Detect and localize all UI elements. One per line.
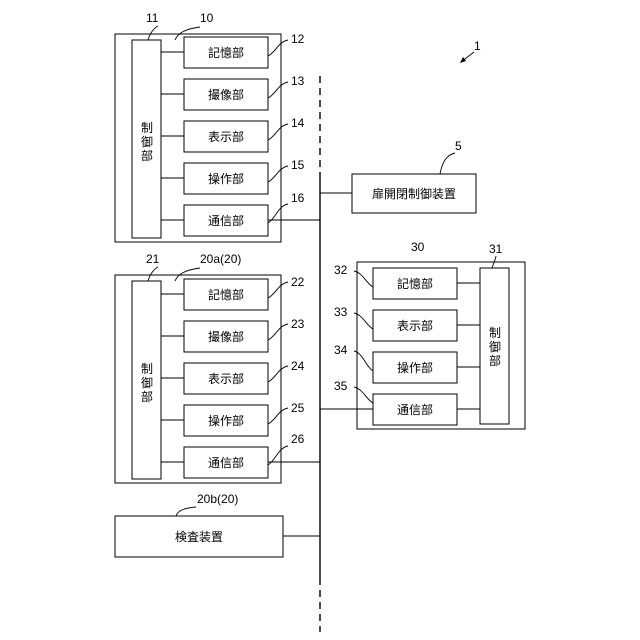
- device-30-control-char-1: 制: [489, 326, 501, 340]
- device-10-display-label: 表示部: [208, 129, 244, 144]
- device-20b-ref: 20b(20): [197, 492, 238, 506]
- system-ref-arrow: [460, 52, 474, 63]
- device-20a-control-char-1: 制: [141, 362, 153, 376]
- device-30-operation-ref: 34: [334, 343, 348, 357]
- door-controller-ref: 5: [455, 139, 462, 153]
- device-10-imaging-label: 撮像部: [208, 87, 244, 102]
- device-20b: 検査装置 20b(20): [115, 492, 320, 557]
- device-20a-display-label: 表示部: [208, 371, 244, 386]
- device-20a-imaging-ref: 23: [291, 317, 305, 331]
- device-20a-control-ref: 21: [146, 252, 160, 266]
- door-controller-label: 扉開閉制御装置: [372, 186, 456, 201]
- device-30-control-ref: 31: [489, 242, 503, 256]
- device-20a-display-ref: 24: [291, 359, 305, 373]
- device-20a-storage-ref: 22: [291, 275, 305, 289]
- device-30-display-label: 表示部: [397, 318, 433, 333]
- device-10: 10 制 御 部 11 記憶部 12 撮像部 13 表示部 14 操作部 15 …: [115, 11, 320, 242]
- device-30-communication-label: 通信部: [397, 402, 433, 417]
- device-20a-imaging-label: 撮像部: [208, 329, 244, 344]
- device-30-control-char-3: 部: [489, 353, 501, 368]
- device-20a-communication-label: 通信部: [208, 455, 244, 470]
- device-20a-ref: 20a(20): [200, 252, 241, 266]
- device-20a: 20a(20) 制 御 部 21 記憶部 22 撮像部 23 表示部 24 操作…: [115, 252, 320, 483]
- device-20a-operation-ref: 25: [291, 401, 305, 415]
- device-20a-communication-ref: 26: [291, 432, 305, 446]
- device-10-communication-ref: 16: [291, 191, 305, 205]
- device-30-control-char-2: 御: [489, 339, 501, 354]
- device-30-communication-ref: 35: [334, 379, 348, 393]
- device-30-display-ref: 33: [334, 305, 348, 319]
- device-10-storage-label: 記憶部: [208, 45, 244, 60]
- device-10-communication-label: 通信部: [208, 213, 244, 228]
- device-10-control-ref: 11: [146, 11, 159, 25]
- device-20a-operation-label: 操作部: [208, 413, 244, 428]
- device-10-storage-ref: 12: [291, 32, 305, 46]
- device-10-operation-ref: 15: [291, 158, 305, 172]
- device-10-display-ref: 14: [291, 116, 305, 130]
- device-30-ref: 30: [411, 240, 425, 254]
- device-10-control-char-3: 部: [141, 148, 153, 163]
- device-30-storage-label: 記憶部: [397, 276, 433, 291]
- inspection-device-label: 検査装置: [175, 530, 223, 544]
- system-ref-label: 1: [474, 39, 481, 53]
- door-controller: 扉開閉制御装置 5: [320, 139, 476, 213]
- device-30-operation-label: 操作部: [397, 360, 433, 375]
- device-10-control-char-1: 制: [141, 121, 153, 135]
- device-30: 30 制 御 部 31 記憶部 32 表示部 33 操作部 34 通信部 35: [320, 240, 525, 429]
- device-10-operation-label: 操作部: [208, 171, 244, 186]
- device-10-ref: 10: [200, 11, 214, 25]
- device-10-imaging-ref: 13: [291, 74, 305, 88]
- device-20a-control-char-2: 御: [141, 375, 153, 390]
- device-10-control-char-2: 御: [141, 134, 153, 149]
- device-20a-control-char-3: 部: [141, 389, 153, 404]
- device-30-storage-ref: 32: [334, 263, 348, 277]
- device-20a-storage-label: 記憶部: [208, 287, 244, 302]
